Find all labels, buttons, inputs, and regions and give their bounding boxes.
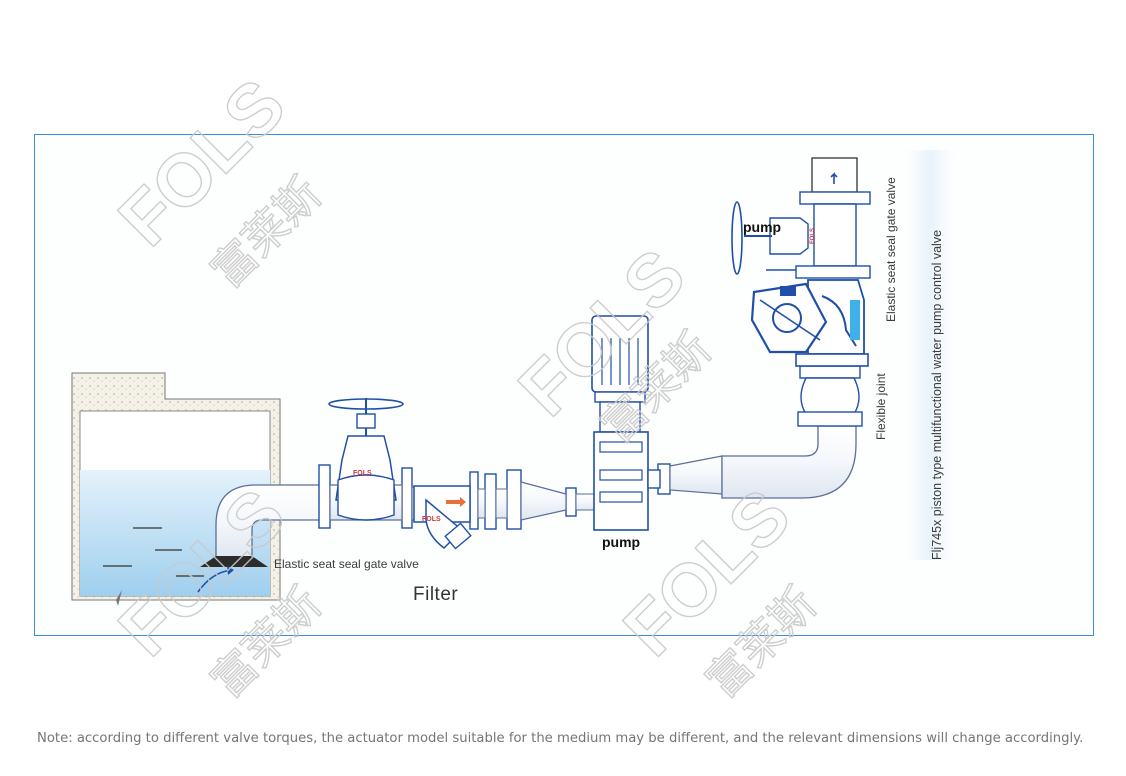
gate-valve-top: FOLS [731,157,871,279]
filter-label: Filter [413,584,459,605]
gate-valve-label-bottom: Elastic seat seal gate valve [274,557,419,571]
up-arrow-icon [830,172,838,184]
gate-valve-mark: FOLS [353,470,372,477]
flexible-joint-label: Flexible joint [874,373,888,440]
discharge-pipe [669,425,857,499]
flexible-joint [797,365,863,427]
handwheel-icon [731,201,743,275]
bell-mouth [200,556,268,567]
gate-valve-bottom: FOLS [328,398,404,521]
pump-label-top: pump [743,219,782,235]
reducer [520,481,567,521]
filter-mark: FOLS [422,516,441,523]
pump-label-bottom: pump [602,534,641,550]
suction-arrow-icon [227,566,234,575]
flow-arrow-icon [446,497,466,507]
control-valve-label: Flj745x piston type multifunctional wate… [930,229,944,560]
suction-pipe [197,484,321,593]
footer-note: Note: according to different valve torqu… [37,731,1084,746]
pump-center [591,315,661,531]
pump-control-valve [750,269,869,367]
top-valve-mark: FOLS [810,228,816,244]
gate-valve-label-right: Elastic seat seal gate valve [884,177,898,322]
y-filter: FOLS [413,485,472,550]
watermark-group: FOLS 富莱斯 FOLS 富莱斯 FOLS 富莱斯 FOLS 富莱斯 [102,62,826,707]
